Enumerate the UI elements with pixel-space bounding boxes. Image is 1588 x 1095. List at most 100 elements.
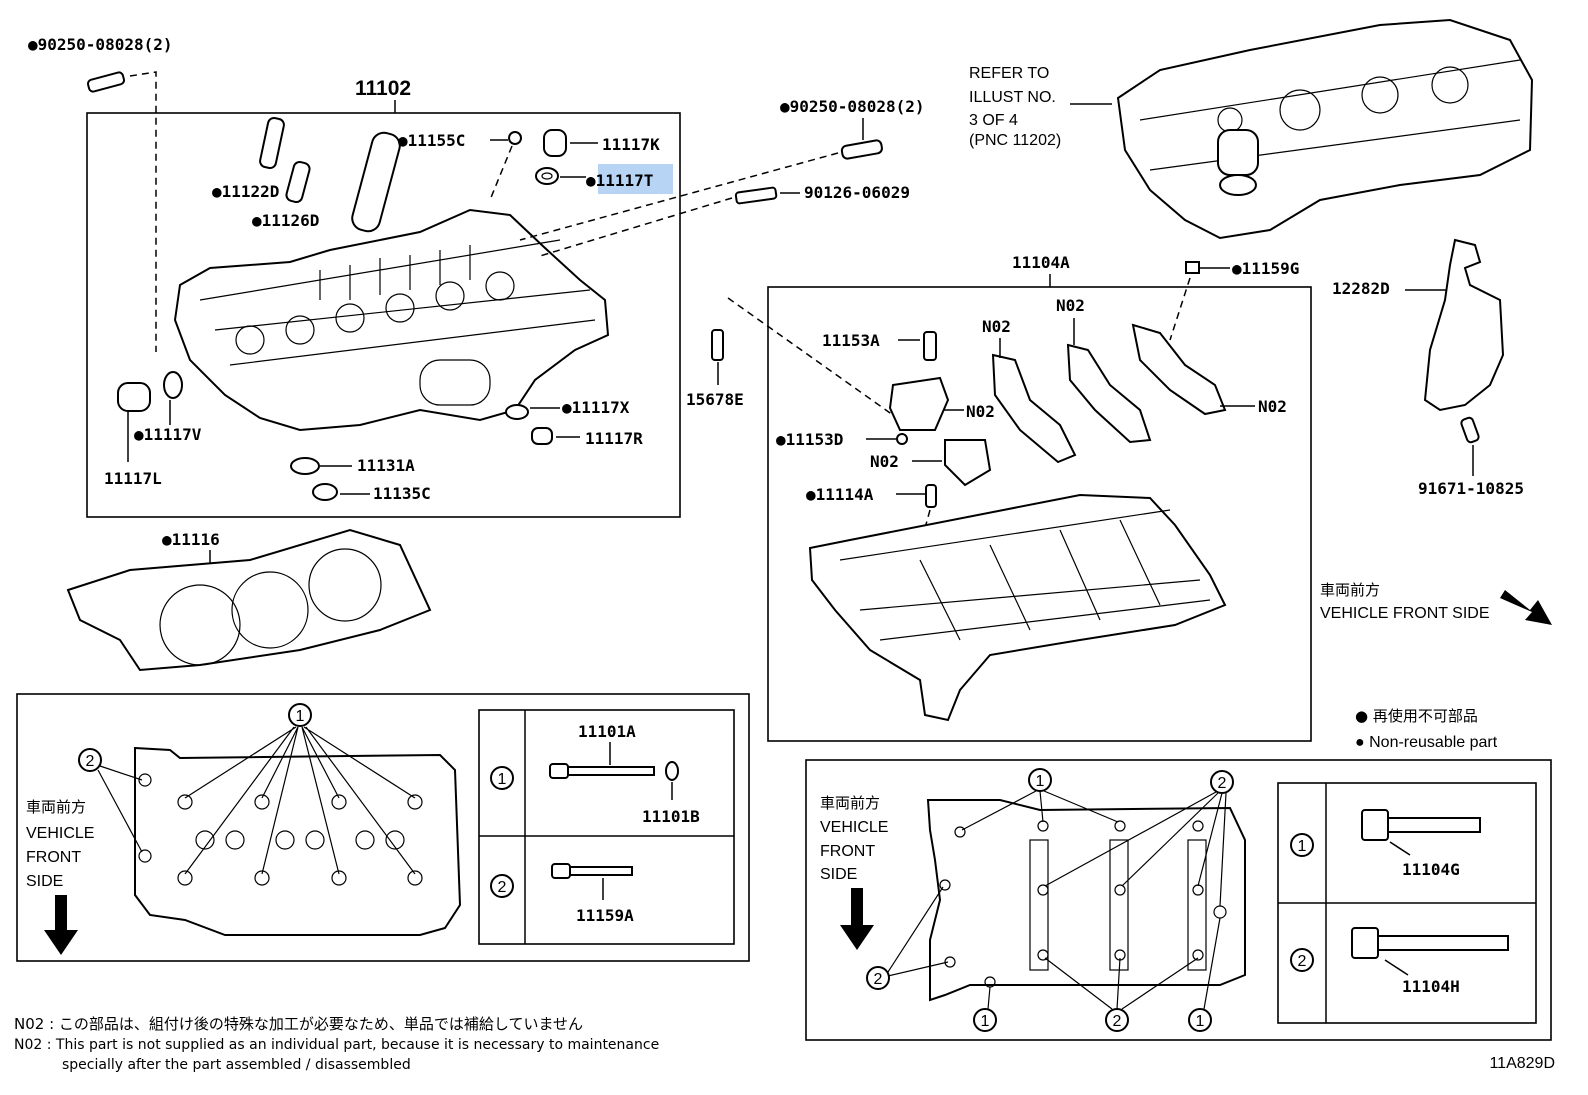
label-11122D[interactable]: ●11122D <box>212 182 279 201</box>
label-11131A[interactable]: 11131A <box>357 456 415 475</box>
front-side-en-left-2: FRONT <box>26 849 81 866</box>
arrow-down-right-icon <box>1500 590 1552 625</box>
callout-2-text: 2 <box>1298 953 1307 970</box>
callout-1-text: 1 <box>296 708 305 725</box>
arrow-down-icon <box>840 888 874 950</box>
front-side-jp-left: 車両前方 <box>26 798 86 816</box>
footnote: N02 : この部品は、組付け後の特殊な加工が必要なため、単品では補給していませ… <box>14 1015 659 1073</box>
camshaft-housing-icon <box>1116 18 1534 240</box>
refer-line-1: REFER TO <box>969 65 1049 82</box>
label-90126[interactable]: 90126-06029 <box>804 183 910 202</box>
cam-housing-frame-icon <box>808 493 1227 722</box>
callout-1-circle <box>1290 833 1314 857</box>
label-91671[interactable]: 91671-10825 <box>1418 479 1524 498</box>
bracket-12282D-group: 12282D 91671-10825 <box>1332 238 1524 498</box>
bolt-icon <box>923 331 937 361</box>
callout-1-circle <box>490 766 514 790</box>
head-bolt-box <box>16 693 750 962</box>
bolt-table <box>478 709 735 945</box>
refer-line-3: 3 OF 4 <box>969 112 1018 129</box>
leader-dash <box>129 71 157 352</box>
dowel-pin-icon <box>925 484 937 508</box>
bolt-icon <box>551 863 633 879</box>
label-11117T[interactable]: ●11117T <box>586 171 653 190</box>
callout-1-text: 1 <box>498 771 507 788</box>
front-side-en-right-box-2: FRONT <box>820 843 875 860</box>
legend: ● 再使用不可部品 ● Non-reusable part <box>1355 707 1498 751</box>
label-11117X[interactable]: ●11117X <box>562 398 630 417</box>
callout-1-circle <box>973 1008 997 1032</box>
label-11126D[interactable]: ●11126D <box>252 211 319 230</box>
callout-1-text: 1 <box>981 1013 990 1030</box>
cylinder-head-box <box>86 112 681 518</box>
diagram-code: 11A829D <box>1489 1055 1555 1072</box>
head-gasket-icon <box>66 528 432 672</box>
label-11135C[interactable]: 11135C <box>373 484 431 503</box>
cam-housing-bolt-box <box>805 759 1552 1041</box>
label-11117K[interactable]: 11117K <box>602 135 660 154</box>
washer-icon <box>505 404 529 420</box>
cam-housing-bolt-sequence-group: 車両前方 VEHICLE FRONT SIDE 1 2 2 1 <box>805 759 1552 1041</box>
front-side-en-right-box-3: SIDE <box>820 866 857 883</box>
label-11104G[interactable]: 11104G <box>1402 860 1460 879</box>
label-11114A[interactable]: ●11114A <box>806 485 874 504</box>
bearing-cap-icon <box>888 323 1227 487</box>
front-side-jp-right: 車両前方 <box>1320 581 1380 599</box>
label-90250-top[interactable]: ●90250-08028(2) <box>28 35 173 54</box>
callout-2-text: 2 <box>1113 1013 1122 1030</box>
plug-icon <box>531 427 553 445</box>
footnote-en-1: N02 : This part is not supplied as an in… <box>14 1037 659 1053</box>
label-11104A[interactable]: 11104A <box>1012 253 1070 272</box>
label-n02-e[interactable]: N02 <box>1258 397 1287 416</box>
callout-2-circle <box>78 748 102 772</box>
label-11117R[interactable]: 11117R <box>585 429 643 448</box>
label-11117V[interactable]: ●11117V <box>134 425 202 444</box>
legend-non-reusable-jp: ● 再使用不可部品 <box>1355 707 1478 725</box>
label-n02-a[interactable]: N02 <box>966 402 995 421</box>
front-side-indicator: 車両前方 VEHICLE FRONT SIDE <box>1320 581 1552 625</box>
label-11102[interactable]: 11102 <box>355 77 411 100</box>
camshaft-housing-group: REFER TO ILLUST NO. 3 OF 4 (PNC 11202) <box>969 18 1534 240</box>
washer-icon <box>535 167 559 185</box>
straight-pin-icon <box>86 71 126 93</box>
callout-1-text: 1 <box>1036 773 1045 790</box>
seal-cap-icon <box>543 129 567 157</box>
label-11117L[interactable]: 11117L <box>104 469 162 488</box>
label-11153D[interactable]: ●11153D <box>776 430 843 449</box>
label-11153A[interactable]: 11153A <box>822 331 880 350</box>
pin-stud-group: ●90250-08028(2) 90126-06029 <box>519 97 925 257</box>
front-side-en-left-3: SIDE <box>26 873 63 890</box>
label-12282D[interactable]: 12282D <box>1332 279 1390 298</box>
front-side-en-left-1: VEHICLE <box>26 825 94 842</box>
front-side-en-right: VEHICLE FRONT SIDE <box>1320 605 1490 622</box>
label-11101A[interactable]: 11101A <box>578 722 636 741</box>
callout-1-circle <box>1188 1008 1212 1032</box>
label-15678E[interactable]: 15678E <box>686 390 744 409</box>
label-11159A[interactable]: 11159A <box>576 906 634 925</box>
callout-2-circle <box>490 874 514 898</box>
label-11104H[interactable]: 11104H <box>1402 977 1460 996</box>
cam-housing-box <box>767 286 1312 742</box>
cam-housing-top-view-icon <box>926 799 1246 1002</box>
label-n02-d[interactable]: N02 <box>1056 296 1085 315</box>
label-11101B[interactable]: 11101B <box>642 807 700 826</box>
head-bolt-sequence-group: 車両前方 VEHICLE FRONT SIDE 1 2 1 2 11101A <box>16 693 750 962</box>
flange-bolt-icon <box>1351 927 1509 959</box>
cylinder-head-top-view-icon <box>134 746 462 936</box>
refer-line-4: (PNC 11202) <box>969 132 1061 149</box>
footnote-en-2: specially after the part assembled / dis… <box>62 1057 411 1073</box>
straight-pin-icon <box>840 139 883 160</box>
label-n02-c[interactable]: N02 <box>982 317 1011 336</box>
callout-2-text: 2 <box>498 879 507 896</box>
label-90250-mid[interactable]: ●90250-08028(2) <box>780 97 925 116</box>
callout-2-circle <box>1290 948 1314 972</box>
legend-non-reusable-en: ● Non-reusable part <box>1355 734 1498 751</box>
label-n02-b[interactable]: N02 <box>870 452 899 471</box>
label-11159G[interactable]: ●11159G <box>1232 259 1299 278</box>
label-11116[interactable]: ●11116 <box>162 530 220 549</box>
cylinder-head-group: ●90250-08028(2) 11102 ●11155C <box>28 35 681 518</box>
cylinder-head-icon <box>173 208 610 432</box>
plug-icon <box>290 457 320 475</box>
flange-bolt-icon <box>1361 809 1481 841</box>
label-11155C[interactable]: ●11155C <box>398 131 465 150</box>
